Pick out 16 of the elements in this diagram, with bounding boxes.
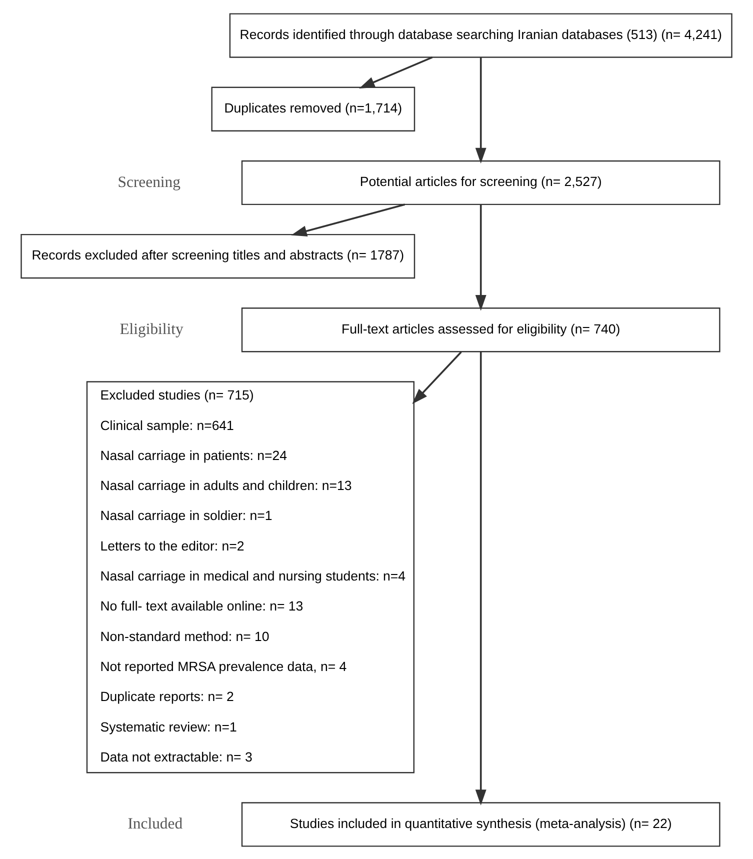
- node-box: Duplicates removed (n=1,714): [211, 86, 416, 131]
- label: Screening: [118, 173, 180, 190]
- label: Eligibility: [120, 320, 184, 338]
- node-box: Records identified through database searching Iranian databases (513) (n= 4,241): [229, 12, 732, 58]
- node-box: Studies included in quantitative synthesis (meta-analysis) (n= 22): [241, 802, 720, 846]
- node-box: Full-text articles assessed for eligibility (n= 740): [241, 307, 720, 352]
- arrow: [475, 351, 486, 805]
- arrow: [475, 204, 486, 310]
- arrow: [359, 56, 433, 88]
- node-box: Potential articles for screening (n= 2,527): [241, 160, 720, 205]
- arrow: [291, 203, 406, 236]
- label: Included: [128, 815, 183, 832]
- arrow: [475, 56, 486, 164]
- node-box: Excluded studies (n= 715) Clinical sample: n=641 Nasal carriage in patients: n=24 Nasal carriage in adults and children: n=13 Nasal carriage in soldier: n=1 Letters to the editor: n=2 Nasal carriage in medical and nursing students: n=4 No full- text available online: n= 13 Non-standard method: n= 10 Not reported MRSA prevalence data, n= 4 Duplicate reports: n= 2 Systematic review: n=1 Data not extractable: n= 3: [86, 380, 414, 773]
- arrow: [412, 350, 462, 404]
- node-box: Records excluded after screening titles and abstracts (n= 1787): [20, 233, 416, 278]
